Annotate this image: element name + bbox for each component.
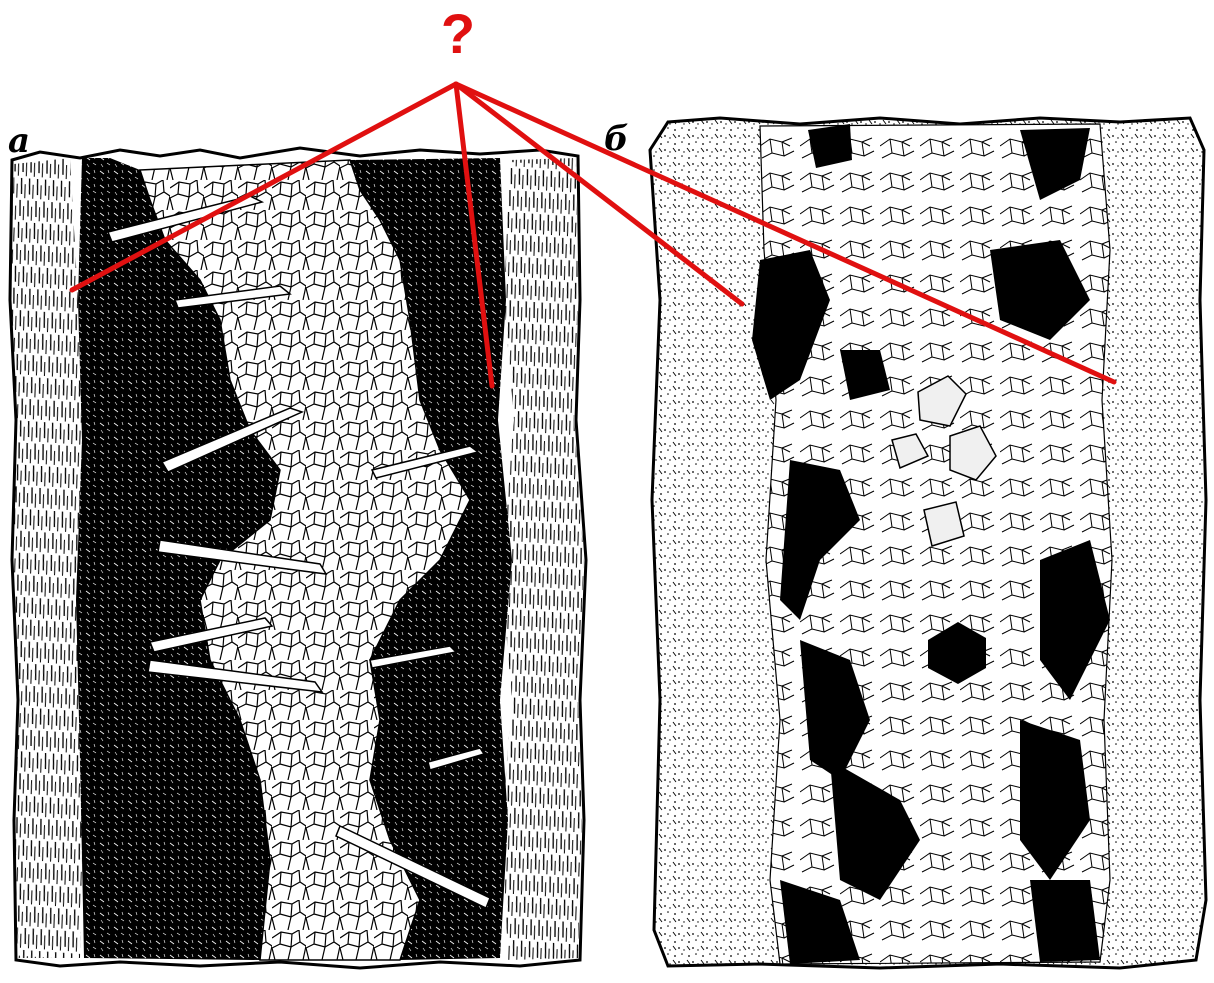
panel-a-drawing [10, 148, 586, 968]
question-mark: ? [428, 2, 488, 66]
panel-b-label: б [604, 122, 629, 156]
panel-b-drawing [650, 118, 1206, 968]
panel-a-label: а [8, 124, 30, 158]
